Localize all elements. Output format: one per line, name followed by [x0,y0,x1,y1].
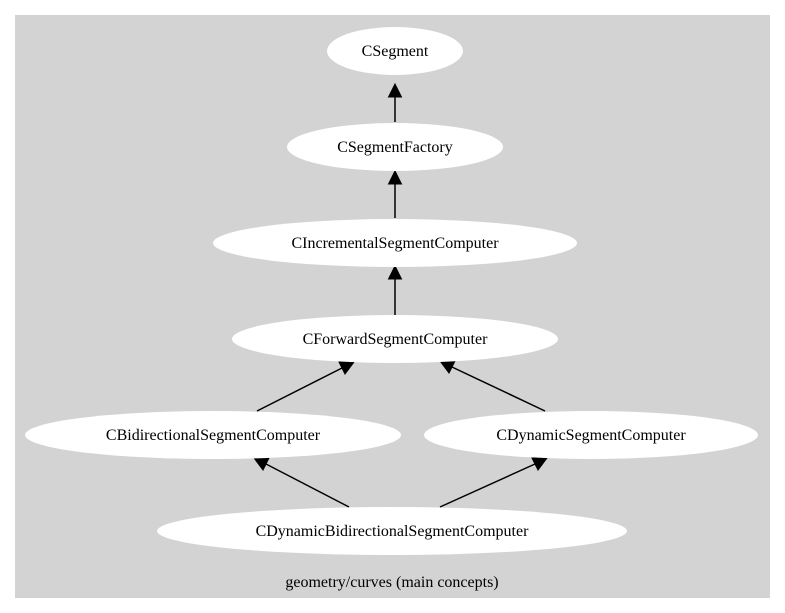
node-label: CDynamicSegmentComputer [496,427,686,444]
edge-line [439,463,536,508]
edges-group [253,82,548,508]
arrowhead [387,169,403,185]
edge-line [256,367,343,412]
node-label: CForwardSegmentComputer [303,331,489,348]
arrowhead [338,361,355,375]
node-cincrementalsegmentcomputer: CIncrementalSegmentComputer [213,219,577,267]
node-ellipse [213,219,577,267]
edge-cincrementalsegmentcomputer-to-csegmentfactory [387,169,403,218]
edge-cdynamicbidirectionalsegmentcomputer-to-cdynamicsegmentcomputer [439,457,548,508]
node-csegment: CSegment [327,27,463,75]
node-cdynamicsegmentcomputer: CDynamicSegmentComputer [424,411,758,459]
nodes-group: CSegment CSegmentFactory CIncrementalSeg… [25,27,758,555]
node-ellipse [25,411,401,459]
node-ellipse [424,411,758,459]
node-ellipse [232,315,558,363]
node-ellipse [327,27,463,75]
node-label: CSegmentFactory [337,139,453,156]
edge-cbidirectionalsegmentcomputer-to-cforwardsegmentcomputer [256,361,355,412]
node-cbidirectionalsegmentcomputer: CBidirectionalSegmentComputer [25,411,401,459]
arrowhead [387,82,403,98]
node-csegmentfactory: CSegmentFactory [287,123,503,171]
node-cdynamicbidirectionalsegmentcomputer: CDynamicBidirectionalSegmentComputer [157,507,627,555]
edge-line [265,463,350,508]
node-label: CSegment [362,43,429,60]
edge-cforwardsegmentcomputer-to-cincrementalsegmentcomputer [387,264,403,315]
node-label: CDynamicBidirectionalSegmentComputer [256,523,530,540]
arrowhead [531,457,548,471]
edge-csegmentfactory-to-csegment [387,82,403,122]
node-ellipse [287,123,503,171]
edge-line [451,366,546,412]
cluster-background [15,15,770,598]
cluster-label: geometry/curves (main concepts) [285,574,498,591]
node-label: CBidirectionalSegmentComputer [106,427,321,444]
node-ellipse [157,507,627,555]
arrowhead [387,264,403,280]
node-cforwardsegmentcomputer: CForwardSegmentComputer [232,315,558,363]
node-label: CIncrementalSegmentComputer [291,235,499,252]
